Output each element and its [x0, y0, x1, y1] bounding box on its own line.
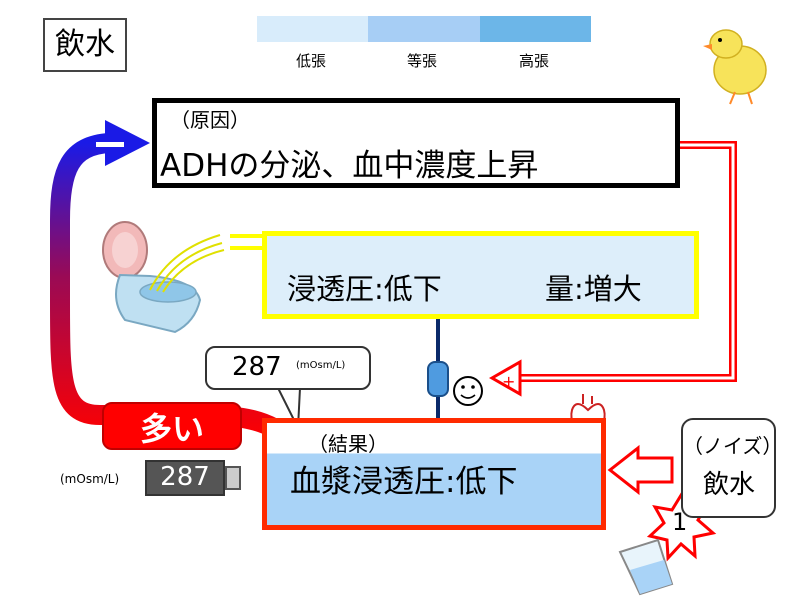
- noise-box: [681, 418, 776, 518]
- scale-label-hypertonic: 高張: [518, 52, 549, 70]
- cylinder-icon: [427, 361, 449, 397]
- urine-volume-text: 量:増大: [545, 272, 642, 306]
- smiley-icon: [453, 376, 483, 406]
- result-box: [262, 418, 606, 530]
- cause-text: ADHの分泌、血中濃度上昇: [160, 148, 539, 184]
- positive-sign-mark: +: [502, 372, 515, 391]
- meter-unit: (mOsm/L): [60, 472, 120, 486]
- meter-cap: [225, 466, 241, 490]
- scale-label-isotonic: 等張: [406, 52, 437, 70]
- noise-input-arrow: [607, 444, 674, 496]
- title-box: 飲水: [43, 18, 127, 72]
- meter-icon: [145, 460, 225, 496]
- noise-text: 飲水: [703, 470, 756, 500]
- noise-badge: 1: [672, 508, 688, 536]
- negative-feedback-arrowhead: [105, 120, 150, 166]
- callout-unit: (mOsm/L): [296, 360, 346, 371]
- value-callout: [205, 346, 371, 390]
- urine-box: [262, 231, 699, 319]
- negative-feedback-arrow: [50, 133, 298, 448]
- scale-segment-isotonic: [368, 16, 480, 42]
- callout-value: 287: [232, 352, 282, 382]
- noise-tag: （ノイズ）: [683, 434, 783, 458]
- scale-label-hypotonic: 低張: [295, 52, 326, 70]
- negative-sign-mark: [96, 142, 124, 147]
- toilet-icon: [102, 221, 225, 334]
- result-text: 血漿浸透圧:低下: [290, 464, 518, 500]
- cause-tag: （原因）: [170, 108, 250, 132]
- status-badge: [102, 402, 242, 450]
- urine-osmolality-text: 浸透圧:低下: [287, 272, 442, 306]
- cause-box: [152, 98, 680, 188]
- chick-illustration: [703, 29, 767, 105]
- status-label: 多い: [139, 410, 204, 448]
- positive-feedback-arrowhead: [488, 359, 522, 397]
- scale-segment-hypertonic: [479, 16, 591, 42]
- tonicity-scale-bar: [257, 16, 591, 42]
- meter-value: 287: [160, 462, 210, 492]
- scale-segment-hypotonic: [257, 16, 369, 42]
- result-tag: （結果）: [308, 432, 388, 456]
